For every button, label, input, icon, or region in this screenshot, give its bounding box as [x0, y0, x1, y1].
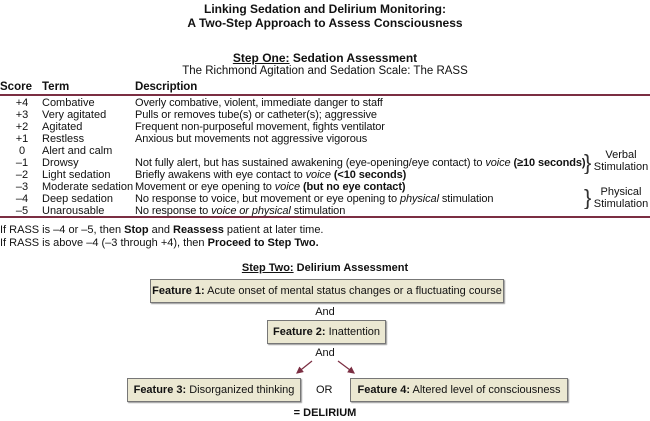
title-line-2: A Two-Step Approach to Assess Consciousn… [187, 16, 463, 30]
feature-2-box: Feature 2: Inattention [267, 320, 386, 344]
arrow-right-icon [337, 360, 355, 374]
term: Alert and calm [42, 145, 113, 157]
description: Pulls or removes tube(s) or catheter(s);… [135, 109, 377, 121]
feature-1-box: Feature 1: Acute onset of mental status … [150, 279, 504, 303]
title-line-1: Linking Sedation and Delirium Monitoring… [204, 2, 446, 16]
score: –1 [15, 157, 29, 169]
term: Moderate sedation [42, 181, 134, 193]
physical-brace-icon: } [584, 187, 592, 209]
description: Movement or eye opening to voice (but no… [135, 181, 406, 193]
feature-4-box: Feature 4: Altered level of consciousnes… [350, 378, 568, 402]
table-row: 0 Alert and calm [0, 145, 650, 157]
table-top-rule [0, 94, 650, 96]
table-row: –5 Unarousable No response to voice or phy… [0, 205, 650, 217]
description: Frequent non-purposeful movement, fights… [135, 121, 385, 133]
table-row: –1 Drowsy Not fully alert, but has sustain… [0, 157, 650, 169]
step-two-label: Step Two: [241, 262, 294, 274]
description: Anxious but movements not aggressive vig… [135, 133, 368, 145]
step-two-title: Delirium Assessment [296, 262, 409, 274]
table-row: –4 Deep sedation No response to voice, but… [0, 193, 650, 205]
score: –3 [15, 181, 29, 193]
score: –2 [15, 169, 29, 181]
score: –4 [15, 193, 29, 205]
term: Unarousable [42, 205, 105, 217]
step-two-heading: Step Two: Delirium Assessment [0, 262, 650, 274]
term: Light sedation [42, 169, 111, 181]
score: +3 [15, 109, 29, 121]
feature-3-box: Feature 3: Disorganized thinking [127, 378, 301, 402]
table-row: +2 Agitated Frequent non-purposeful moveme… [0, 121, 650, 133]
table-row: +1 Restless Anxious but movements not aggr… [0, 133, 650, 145]
header-term: Term [42, 81, 70, 93]
term: Very agitated [42, 109, 107, 121]
term: Drowsy [42, 157, 79, 169]
verbal-brace-icon: } [584, 152, 592, 174]
score: +2 [15, 121, 29, 133]
header-score: Score [0, 81, 32, 93]
header-description: Description [135, 81, 198, 93]
table-bottom-rule [0, 216, 650, 218]
score: +4 [15, 97, 29, 109]
term: Agitated [42, 121, 83, 133]
step-one-subtitle: The Richmond Agitation and Sedation Scal… [182, 65, 468, 77]
table-row: +3 Very agitated Pulls or removes tube(s) … [0, 109, 650, 121]
description: Briefly awakens with eye contact to voic… [135, 169, 407, 181]
and-connector-2: And [315, 347, 335, 359]
table-row: +4 Combative Overly combative, violent, im… [0, 97, 650, 109]
table-header: Score Term Description [0, 81, 650, 93]
score: +1 [15, 133, 29, 145]
term: Combative [42, 97, 95, 109]
arrow-left-icon [296, 360, 313, 374]
term: Deep sedation [42, 193, 113, 205]
note-stop: If RASS is –4 or –5, then Stop and Reass… [0, 224, 324, 236]
and-connector-1: And [315, 306, 335, 318]
step-one-heading: Step One: Sedation Assessment [0, 51, 650, 65]
or-connector: OR [316, 384, 333, 396]
table-row: –2 Light sedation Briefly awakens with eye… [0, 169, 650, 181]
description: Overly combative, violent, immediate dan… [135, 97, 383, 109]
description: No response to voice, but movement or ey… [135, 193, 494, 205]
step-one-title: Sedation Assessment [292, 51, 418, 65]
score: –5 [15, 205, 29, 217]
note-proceed: If RASS is above –4 (–3 through +4), the… [0, 237, 319, 249]
delirium-result: = DELIRIUM [293, 407, 357, 419]
step-one-label: Step One: [232, 51, 290, 65]
description: No response to voice or physical stimula… [135, 205, 346, 217]
description: Not fully alert, but has sustained awake… [135, 157, 586, 169]
term: Restless [42, 133, 85, 145]
score: 0 [18, 145, 26, 157]
